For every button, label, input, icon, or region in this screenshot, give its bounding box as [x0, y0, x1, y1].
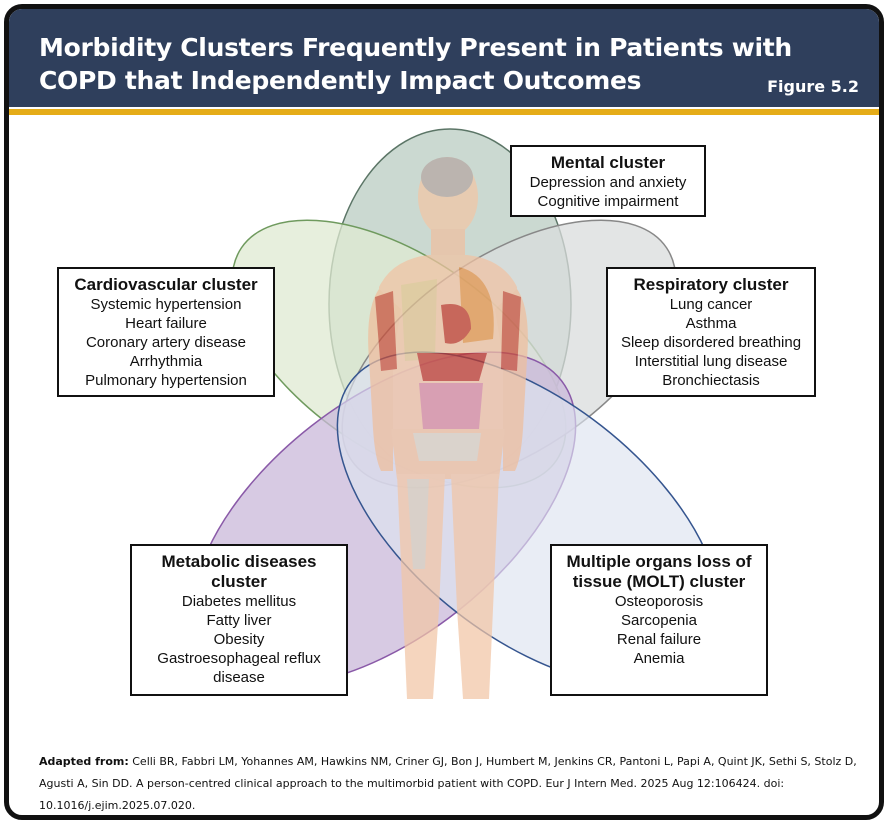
respiratory-cluster-item: Sleep disordered breathing — [620, 334, 802, 351]
cardiovascular-cluster-item: Pulmonary hypertension — [85, 372, 247, 389]
mental-cluster-title: Mental cluster — [550, 153, 666, 172]
respiratory-cluster-item: Bronchiectasis — [662, 372, 760, 389]
respiratory-cluster-item: Interstitial lung disease — [634, 353, 788, 370]
molt-cluster-item: Renal failure — [616, 631, 702, 648]
metabolic-cluster-item: Obesity — [213, 631, 265, 648]
metabolic-cluster-box: Metabolic diseases cluster Diabetes mell… — [130, 544, 348, 696]
figure-label: Figure 5.2 — [767, 77, 859, 96]
cardiovascular-cluster-box: Cardiovascular cluster Systemic hyperten… — [57, 267, 275, 397]
molt-cluster-title: Multiple organs loss of tissue (MOLT) cl… — [566, 552, 752, 591]
molt-cluster-item: Anemia — [633, 650, 685, 667]
molt-cluster-box: Multiple organs loss of tissue (MOLT) cl… — [550, 544, 768, 696]
molt-cluster-item: Osteoporosis — [614, 593, 704, 610]
human-body-illustration — [368, 157, 528, 699]
citation-footer: Adapted from: Celli BR, Fabbri LM, Yohan… — [39, 751, 859, 815]
accent-bar — [9, 109, 879, 115]
respiratory-cluster-item: Lung cancer — [669, 296, 753, 313]
mental-cluster-box: Mental cluster Depression and anxiety Co… — [510, 145, 706, 217]
metabolic-cluster-item: Fatty liver — [206, 612, 272, 629]
header-bar: Morbidity Clusters Frequently Present in… — [9, 9, 879, 107]
metabolic-cluster-item: Gastroesophageal reflux disease — [157, 650, 321, 686]
figure-frame: Morbidity Clusters Frequently Present in… — [4, 4, 884, 820]
cardiovascular-cluster-title: Cardiovascular cluster — [74, 275, 258, 294]
citation-text: Celli BR, Fabbri LM, Yohannes AM, Hawkin… — [39, 755, 857, 812]
metabolic-cluster-title: Metabolic diseases cluster — [161, 552, 317, 591]
mental-cluster-item: Cognitive impairment — [537, 193, 679, 210]
respiratory-cluster-item: Asthma — [685, 315, 737, 332]
respiratory-cluster-box: Respiratory cluster Lung cancer Asthma S… — [606, 267, 816, 397]
figure-title: Morbidity Clusters Frequently Present in… — [39, 33, 792, 95]
cardiovascular-cluster-item: Systemic hypertension — [90, 296, 242, 313]
metabolic-cluster-item: Diabetes mellitus — [181, 593, 297, 610]
molt-cluster-item: Sarcopenia — [621, 612, 697, 629]
respiratory-cluster-title: Respiratory cluster — [633, 275, 789, 294]
cardiovascular-cluster-item: Coronary artery disease — [85, 334, 247, 351]
citation-label: Adapted from: — [39, 755, 129, 768]
cardiovascular-cluster-item: Heart failure — [125, 315, 207, 332]
cardiovascular-cluster-item: Arrhythmia — [129, 353, 203, 370]
mental-cluster-item: Depression and anxiety — [529, 174, 687, 191]
